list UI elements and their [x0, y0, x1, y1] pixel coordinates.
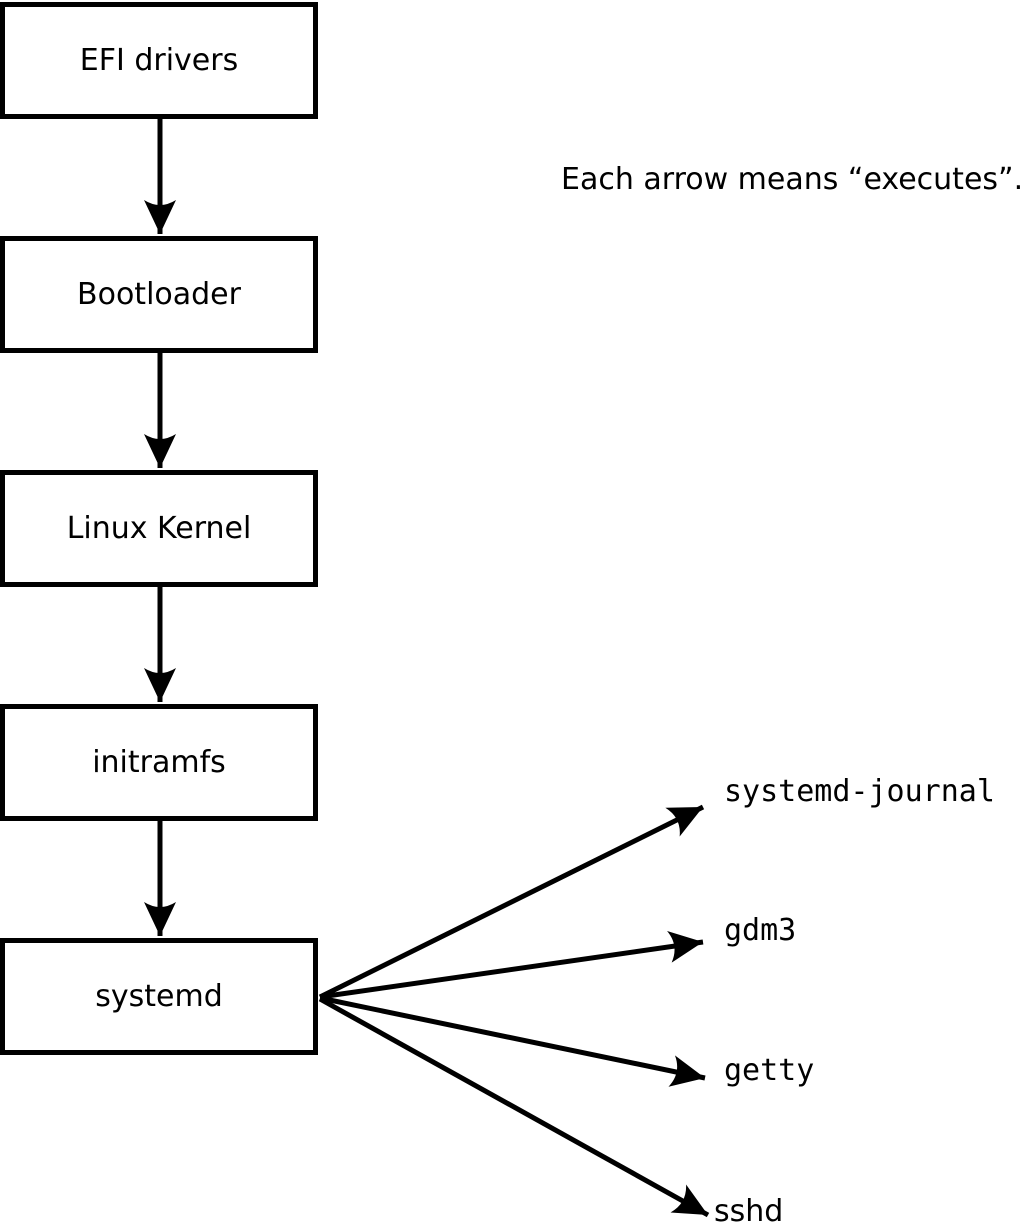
node-label: EFI drivers: [79, 42, 239, 78]
arrow-systemd-to-journal: [318, 804, 705, 1000]
node-linux-kernel: Linux Kernel: [0, 470, 318, 587]
service-label-getty: getty: [724, 1053, 815, 1088]
node-efi-drivers: EFI drivers: [0, 2, 318, 119]
node-initramfs: initramfs: [0, 704, 318, 821]
node-systemd: systemd: [0, 938, 318, 1055]
arrow-systemd-to-gdm3: [319, 930, 704, 1000]
node-bootloader: Bootloader: [0, 236, 318, 353]
node-label: initramfs: [92, 744, 226, 780]
service-label-gdm3: gdm3: [724, 913, 797, 948]
arrow-legend-note: Each arrow means “executes”.: [561, 162, 1023, 197]
service-label-systemd-journal: systemd-journal: [724, 774, 995, 809]
node-label: Bootloader: [77, 276, 241, 312]
node-label: Linux Kernel: [66, 510, 252, 546]
node-label: systemd: [95, 978, 223, 1014]
service-label-sshd: sshd: [714, 1194, 784, 1229]
arrow-systemd-to-getty: [319, 995, 706, 1087]
arrow-systemd-to-sshd: [318, 996, 710, 1218]
